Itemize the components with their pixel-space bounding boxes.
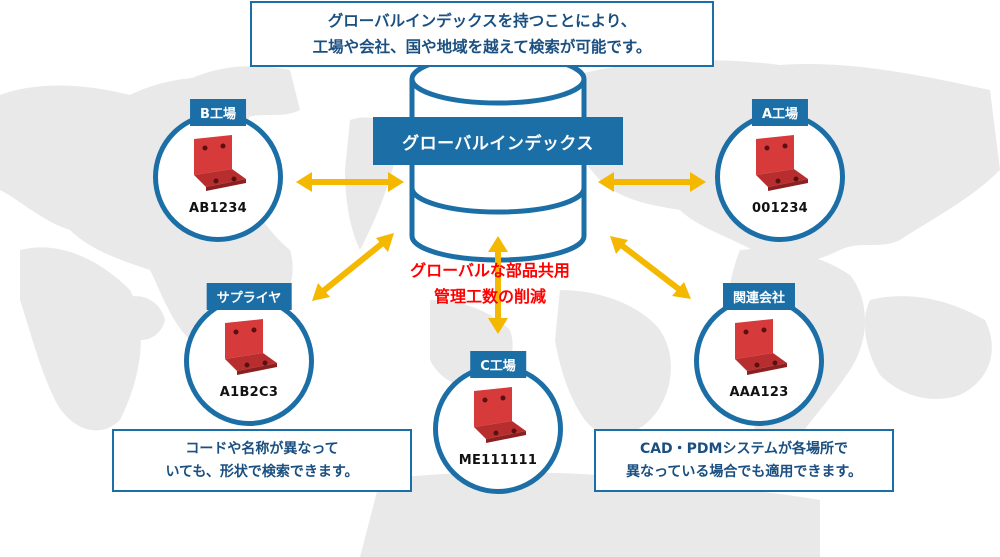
node-code: A1B2C3: [219, 385, 279, 400]
center-message: グローバルな部品共用 管理工数の削減: [385, 258, 595, 310]
arrow-head: [690, 172, 706, 192]
note-right-line1: CAD・PDMシステムが各場所で: [639, 440, 849, 457]
note-right-line2: 異なっている場合でも適用できます。: [626, 463, 862, 480]
note-right: CAD・PDMシステムが各場所で 異なっている場合でも適用できます。: [594, 429, 894, 492]
arrow-supplier: [320, 239, 386, 295]
node-code: AB1234: [189, 201, 247, 216]
top-banner: グローバルインデックスを持つことにより、 工場や会社、国や地域を越えて検索が可能…: [250, 1, 714, 67]
node-supplier: サプライヤ A1B2C3: [184, 283, 314, 426]
database-label: グローバルインデックス: [373, 117, 623, 165]
note-left-line2: いても、形状で検索できます。: [165, 463, 359, 480]
l-bracket-part-icon: [225, 319, 277, 375]
arrow-head: [388, 172, 404, 192]
arrow-affiliate: [618, 241, 682, 293]
node-tag: C工場: [470, 351, 526, 378]
node-a-factory: A工場 001234: [715, 99, 845, 242]
note-left-line1: コードや名称が異なって: [185, 440, 339, 457]
l-bracket-part-icon: [735, 319, 787, 375]
center-message-line1: グローバルな部品共用: [410, 261, 570, 280]
arrow-head: [672, 282, 691, 299]
node-code: 001234: [751, 201, 809, 216]
l-bracket-part-icon: [474, 387, 526, 443]
top-banner-line2: 工場や会社、国や地域を越えて検索が可能です。: [312, 38, 652, 56]
node-c-factory: C工場 ME111111: [433, 351, 563, 494]
node-tag: B工場: [190, 99, 246, 126]
center-message-line2: 管理工数の削減: [433, 287, 546, 306]
node-affiliate: 関連会社 AAA123: [694, 283, 824, 426]
node-tag: 関連会社: [722, 283, 796, 310]
top-banner-line1: グローバルインデックスを持つことにより、: [327, 12, 637, 30]
arrow-head: [488, 318, 508, 334]
node-b-factory: B工場 AB1234: [153, 99, 283, 242]
node-code: ME111111: [458, 453, 538, 468]
l-bracket-part-icon: [194, 135, 246, 191]
arrow-head: [296, 172, 312, 192]
l-bracket-part-icon: [756, 135, 808, 191]
arrow-head: [376, 233, 394, 252]
node-code: AAA123: [729, 385, 789, 400]
arrow-head: [598, 172, 614, 192]
note-left: コードや名称が異なって いても、形状で検索できます。: [112, 429, 412, 492]
arrow-head: [312, 283, 330, 301]
node-tag: A工場: [751, 99, 809, 126]
arrow-head: [610, 236, 628, 254]
node-tag: サプライヤ: [206, 283, 292, 310]
connector-arrows: [296, 172, 706, 334]
arrow-head: [488, 236, 508, 252]
